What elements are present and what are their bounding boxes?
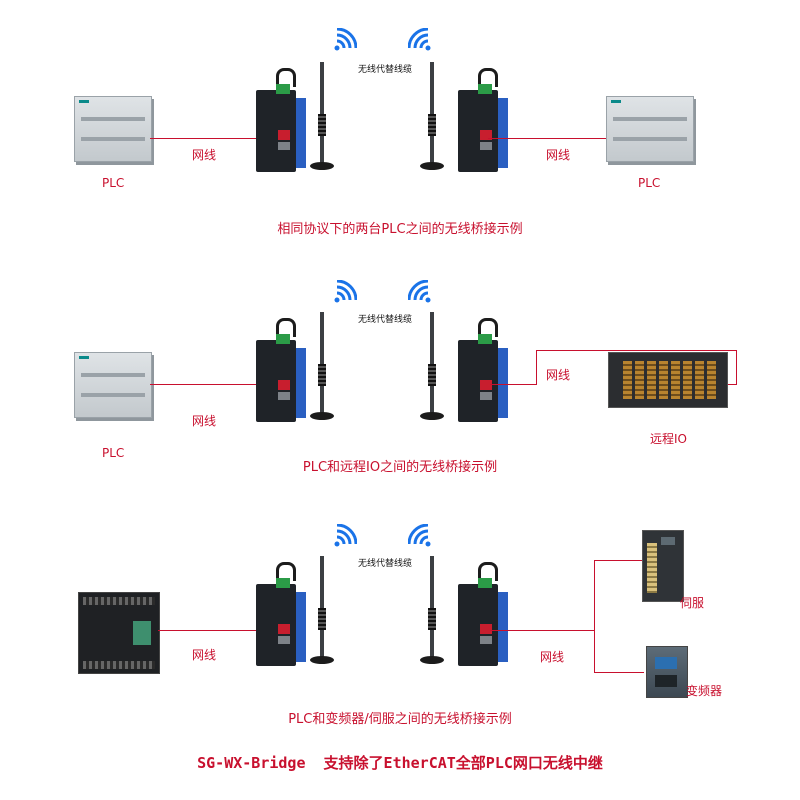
wifi-icon	[408, 524, 431, 547]
wifi-icon	[334, 524, 357, 547]
plc-icon	[78, 592, 160, 674]
right-device-label: PLC	[638, 176, 661, 190]
ethernet-cable	[150, 384, 270, 385]
vfd-label: 变频器	[686, 684, 723, 698]
bridge-device-icon	[458, 318, 508, 422]
ethernet-cable	[150, 138, 270, 139]
servo-label: 伺服	[680, 596, 705, 610]
left-device-label: PLC	[102, 176, 125, 190]
vfd-icon	[646, 646, 688, 698]
ethernet-cable	[490, 630, 594, 631]
ethernet-cable	[490, 384, 536, 385]
wireless-label: 无线代替线缆	[358, 65, 413, 75]
bridge-device-icon	[256, 562, 306, 666]
right-wire-label: 网线	[546, 148, 571, 162]
left-wire-label: 网线	[192, 414, 217, 428]
bridge-device-icon	[256, 318, 306, 422]
row-2-caption: PLC和远程IO之间的无线桥接示例	[302, 460, 498, 475]
row-3-caption: PLC和变频器/伺服之间的无线桥接示例	[288, 712, 512, 727]
right-wire-label: 网线	[546, 368, 571, 382]
wireless-label: 无线代替线缆	[358, 559, 413, 569]
left-device-label: PLC	[102, 446, 125, 460]
servo-icon	[642, 530, 684, 602]
ethernet-cable	[158, 630, 270, 631]
ethernet-cable	[488, 138, 608, 139]
right-wire-label: 网线	[540, 650, 565, 664]
wifi-icon	[408, 28, 431, 51]
plc-icon	[74, 352, 152, 418]
wifi-icon	[334, 28, 357, 51]
bridge-device-icon	[458, 562, 508, 666]
bridge-device-icon	[458, 68, 508, 172]
wifi-icon	[334, 280, 357, 303]
wifi-icon	[408, 280, 431, 303]
plc-icon	[74, 96, 152, 162]
remote-io-icon	[608, 352, 728, 408]
plc-icon	[606, 96, 694, 162]
footer-title: SG-WX-Bridge 支持除了EtherCAT全部PLC网口无线中继	[197, 754, 603, 772]
wireless-label: 无线代替线缆	[358, 315, 413, 325]
right-device-label: 远程IO	[650, 432, 687, 446]
left-wire-label: 网线	[192, 148, 217, 162]
row-1-caption: 相同协议下的两台PLC之间的无线桥接示例	[277, 222, 523, 237]
bridge-device-icon	[256, 68, 306, 172]
left-wire-label: 网线	[192, 648, 217, 662]
